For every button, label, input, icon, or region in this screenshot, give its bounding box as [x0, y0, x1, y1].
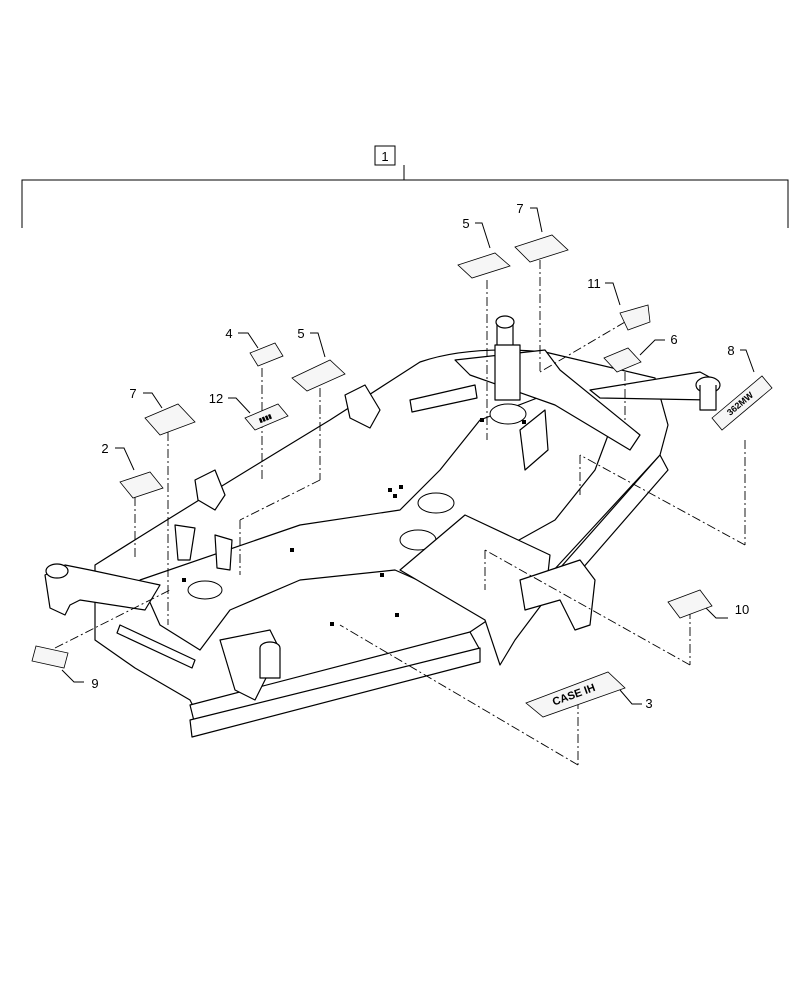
decal-12: ▮▮▮▮ 12 — [209, 391, 289, 431]
item-number-1: 1 — [381, 149, 388, 164]
spindle-hole — [489, 403, 527, 425]
spindle-hole — [187, 580, 223, 600]
callout-12: 12 — [209, 391, 223, 406]
callout-5: 5 — [462, 216, 469, 231]
decal-10: 10 — [667, 589, 749, 619]
upright-tabs — [194, 384, 549, 511]
rear-post — [494, 315, 521, 401]
assembly-bracket: 1 — [21, 145, 789, 228]
callout-2: 2 — [101, 441, 108, 456]
front-lip — [189, 647, 481, 738]
callout-5: 5 — [297, 326, 304, 341]
decal-4: 4 — [225, 326, 284, 367]
front-right-bracket — [399, 514, 596, 666]
decal-8: 362MW 8 — [711, 343, 773, 431]
spindle-hole — [417, 492, 455, 514]
callout-4: 4 — [225, 326, 232, 341]
decal-9: 9 — [31, 645, 99, 691]
callout-7: 7 — [516, 201, 523, 216]
svg-text:▮▮▮▮: ▮▮▮▮ — [258, 414, 273, 425]
decal-7-right: 7 — [514, 201, 569, 263]
front-left-hardware — [44, 524, 281, 701]
callout-7: 7 — [129, 386, 136, 401]
decal-6: 6 — [603, 332, 678, 373]
decal-5-left: 5 — [291, 326, 346, 392]
callout-10: 10 — [735, 602, 749, 617]
item-number-box — [374, 145, 396, 166]
leader-lines — [54, 260, 746, 766]
callout-11: 11 — [587, 276, 601, 291]
callout-6: 6 — [670, 332, 677, 347]
decal-7-left: 7 — [129, 386, 196, 436]
callout-9: 9 — [91, 676, 98, 691]
decal-11: 11 — [587, 276, 651, 331]
deck-top-face — [139, 394, 611, 651]
decal-5-right: 5 — [457, 216, 511, 279]
decal-2: 2 — [101, 441, 164, 499]
decal-3: CASE IH 3 — [525, 671, 653, 718]
callout-3: 3 — [645, 696, 652, 711]
callout-8: 8 — [727, 343, 734, 358]
